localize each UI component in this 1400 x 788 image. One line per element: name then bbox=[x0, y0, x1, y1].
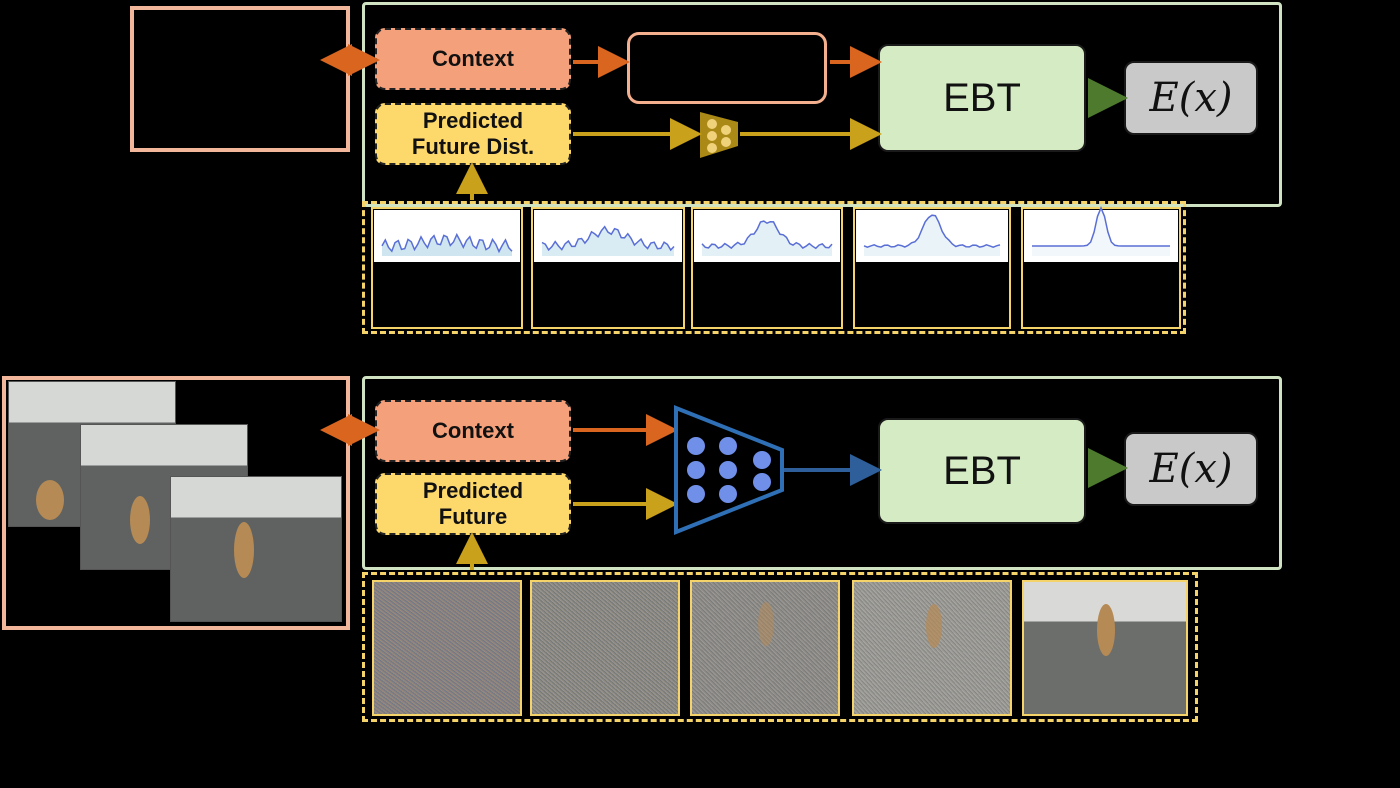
distribution-curve-1 bbox=[381, 232, 513, 254]
distribution-area-2 bbox=[542, 226, 674, 256]
distribution-area-4 bbox=[864, 215, 1000, 256]
top-ebt-label: EBT bbox=[943, 75, 1021, 120]
distribution-area-5 bbox=[1032, 208, 1170, 256]
noisy-frame-1 bbox=[372, 580, 522, 716]
top-context-label: Context bbox=[432, 45, 514, 71]
bottom-predicted-label-line1: Predicted bbox=[422, 477, 524, 503]
bottom-energy-box: E(x) bbox=[1124, 432, 1258, 506]
bottom-context-image-frame bbox=[2, 376, 350, 630]
distribution-area-3 bbox=[702, 221, 832, 256]
top-energy-label: E(x) bbox=[1149, 75, 1233, 121]
mlp-icon bbox=[700, 112, 738, 158]
neural-network-icon bbox=[674, 405, 784, 535]
distribution-curve-5 bbox=[1032, 206, 1170, 247]
bottom-context-box: Context bbox=[375, 400, 571, 462]
distribution-curve-3 bbox=[701, 220, 833, 250]
bottom-predicted-label-line2: Future bbox=[438, 504, 508, 529]
distribution-plot-bg-5 bbox=[1024, 210, 1178, 262]
noisy-frame-3 bbox=[690, 580, 840, 716]
top-predicted-label-line2: Future Dist. bbox=[411, 134, 535, 159]
bottom-ebt-label: EBT bbox=[943, 448, 1021, 493]
top-ebt-box: EBT bbox=[878, 44, 1086, 152]
bottom-ebt-box: EBT bbox=[878, 418, 1086, 524]
dog-figures bbox=[36, 480, 1115, 656]
noisy-frame-4 bbox=[852, 580, 1012, 716]
distribution-plots bbox=[371, 206, 1181, 329]
distribution-plot-bg-4 bbox=[856, 210, 1008, 262]
bottom-predicted-box: Predicted Future bbox=[375, 473, 571, 535]
top-context-image-frame bbox=[130, 6, 350, 152]
top-distribution-strip bbox=[362, 201, 1186, 334]
context-frame-3 bbox=[170, 476, 342, 622]
bottom-model-panel bbox=[362, 376, 1282, 570]
distribution-curve-2 bbox=[541, 225, 675, 252]
top-context-box: Context bbox=[375, 28, 571, 90]
distribution-curve-4 bbox=[863, 214, 1001, 249]
bottom-energy-label: E(x) bbox=[1149, 446, 1233, 492]
noisy-frame-2 bbox=[530, 580, 680, 716]
top-predicted-label-line1: Predicted bbox=[422, 107, 524, 133]
top-model-panel bbox=[362, 2, 1282, 207]
top-energy-box: E(x) bbox=[1124, 61, 1258, 135]
bottom-context-label: Context bbox=[432, 417, 514, 443]
bottom-frame-strip bbox=[362, 572, 1198, 722]
